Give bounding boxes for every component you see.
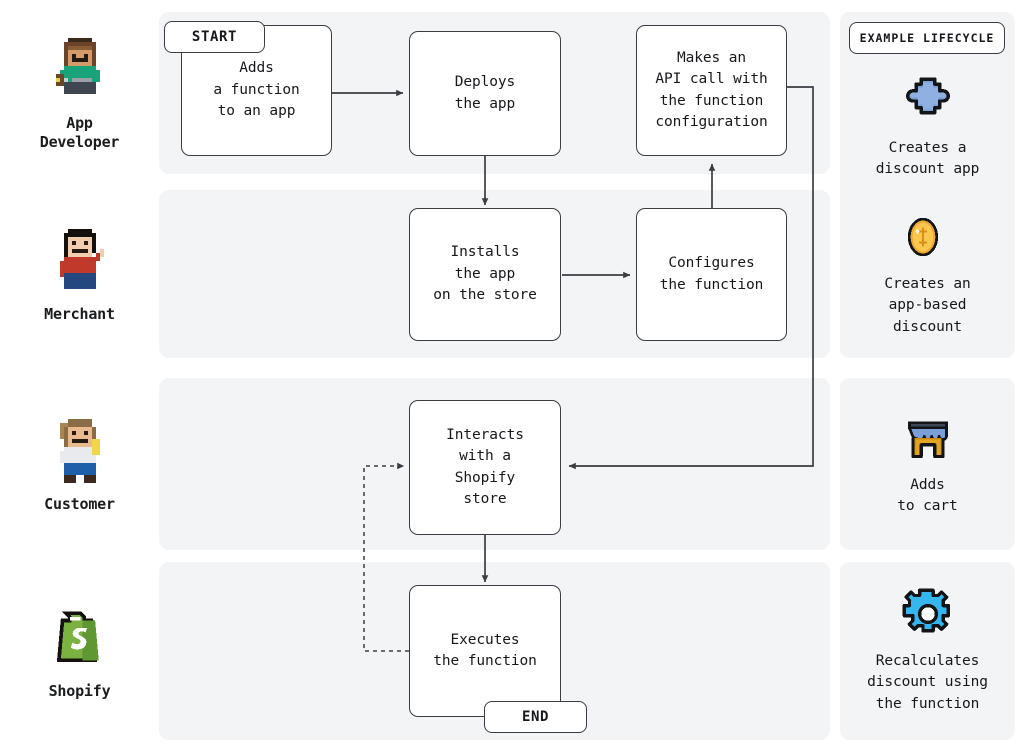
- node-label: Installs the app on the store: [433, 244, 537, 304]
- node-label: Interacts with a Shopify store: [446, 426, 524, 507]
- lifecycle-card-creates-app-discount: Creates an app-based discount: [840, 190, 1015, 358]
- actor-customer: Customer: [0, 378, 159, 550]
- node-makes-api-call[interactable]: Makes an API call with the function conf…: [636, 25, 787, 156]
- shopify-bag-logo: [48, 602, 112, 674]
- node-label: Configures the function: [659, 255, 764, 293]
- storefront-icon: [901, 411, 955, 465]
- node-label: Deploys the app: [454, 74, 516, 112]
- actor-label: Customer: [44, 494, 115, 513]
- lifecycle-card-text: Adds to cart: [897, 476, 958, 514]
- actor-label: App Developer: [39, 114, 120, 151]
- gear-icon: [901, 587, 955, 641]
- node-interacts-store[interactable]: Interacts with a Shopify store: [409, 400, 561, 535]
- pixel-developer-avatar: [48, 34, 112, 106]
- node-deploys-app[interactable]: Deploys the app: [409, 31, 561, 156]
- lifecycle-card-text: Recalculates discount using the function: [867, 653, 988, 712]
- example-lifecycle-badge: EXAMPLE LIFECYCLE: [849, 22, 1005, 54]
- end-terminal: END: [484, 701, 587, 733]
- node-installs-app[interactable]: Installs the app on the store: [409, 208, 561, 341]
- node-label: Adds a function to an app: [213, 60, 300, 120]
- actor-app-developer: App Developer: [0, 12, 159, 174]
- pixel-customer-avatar: [48, 415, 112, 487]
- node-label: Makes an API call with the function conf…: [655, 49, 768, 130]
- puzzle-piece-icon: [901, 74, 955, 128]
- start-terminal: START: [164, 21, 265, 53]
- lifecycle-card-adds-to-cart: Adds to cart: [840, 378, 1015, 550]
- actor-shopify: Shopify: [0, 562, 159, 740]
- node-configures-function[interactable]: Configures the function: [636, 208, 787, 341]
- actor-label: Merchant: [44, 304, 115, 323]
- pixel-merchant-avatar: [48, 225, 112, 297]
- actor-merchant: Merchant: [0, 190, 159, 358]
- node-executes-function[interactable]: Executes the function: [409, 585, 561, 717]
- lifecycle-card-text: Creates an app-based discount: [884, 276, 971, 335]
- node-label: Executes the function: [433, 631, 537, 669]
- actor-label: Shopify: [48, 681, 111, 700]
- lifecycle-card-text: Creates a discount app: [875, 139, 980, 177]
- lifecycle-card-recalculates-discount: Recalculates discount using the function: [840, 562, 1015, 740]
- gold-coin-icon: [901, 210, 955, 264]
